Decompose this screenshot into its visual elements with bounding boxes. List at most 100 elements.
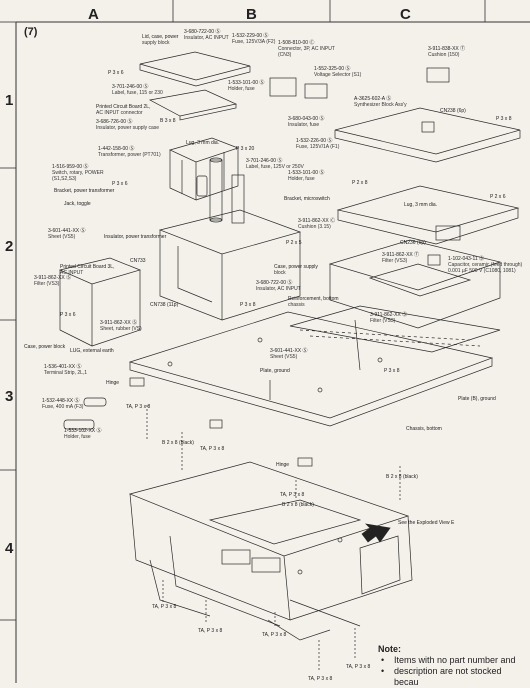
- callout-plate-ground: Plate, ground: [260, 368, 290, 374]
- screw-leaders: [146, 405, 401, 670]
- callout-line: Capacitor, ceramic (feed through): [448, 262, 523, 268]
- callout-line: P 3 x 6: [108, 70, 124, 76]
- callout-line: Lug, 3 mm dia.: [404, 202, 438, 208]
- callout-line: Cushion (150): [428, 52, 460, 58]
- callout-line: TA, P 3 x 8: [126, 404, 151, 410]
- callout-line: B 2 x 8 (black): [282, 502, 314, 508]
- callout-line: 1-533-101-00 Ⓢ: [228, 80, 265, 86]
- callout-line: CN236 (6p): [400, 240, 426, 246]
- callout-line: Filter (VS3): [34, 281, 60, 287]
- note-line-2: description are not stocked becau: [378, 666, 528, 688]
- callout-line: P 2 x 8: [352, 180, 368, 186]
- callout-line: 3-911-862-XX Ⓣ: [382, 252, 420, 258]
- callout-line: Hinge: [276, 462, 290, 468]
- callout-line: Insulator, AC INPUT: [256, 286, 301, 292]
- callout-line: 1-516-959-00 Ⓢ: [52, 164, 89, 170]
- lid-case-power-supply: [139, 51, 251, 87]
- callout-line: Sheet, rubber (VS): [100, 326, 142, 332]
- chassis-plate-ground: [128, 311, 494, 427]
- callout-line: Insulator, fuse: [288, 122, 320, 128]
- callout-line: 3-686-726-00 Ⓢ: [96, 119, 133, 125]
- callout-line: Filter (VS3): [370, 318, 396, 324]
- callout-see-exploded: See the Exploded View E: [398, 520, 454, 526]
- callout-line: (S1,S2,S3): [52, 176, 77, 182]
- callout-line: chassis: [288, 302, 305, 308]
- callout-line: (CN3): [278, 52, 292, 58]
- callout-line: B 2 x 8 (black): [162, 440, 194, 446]
- callout-p3x20: P 3 x 20: [236, 146, 254, 152]
- figure-number: (7): [24, 26, 38, 38]
- row-3-label: 3: [5, 388, 14, 405]
- callout-line: 3-601-441-XX Ⓢ: [270, 348, 308, 354]
- callout-line: Terminal Strip, 2L,1: [44, 370, 88, 376]
- callout-b3x8-top: B 3 x 8: [160, 118, 176, 124]
- callout-line: Bracket, microswitch: [284, 196, 330, 202]
- callout-p3x8-right: P 3 x 8: [496, 116, 511, 122]
- exploded-view-arrow: [361, 523, 391, 543]
- callout-line: Connector, 3P, AC INPUT: [278, 46, 335, 52]
- plate-b-ground: [289, 305, 501, 353]
- callout-line: AC INPUT connector: [96, 110, 143, 116]
- callout-line: Case, power block: [24, 344, 66, 350]
- callout-lug-external-earth: LUG, external earth: [70, 348, 114, 354]
- callout-line: Filter (VS3): [382, 258, 408, 264]
- callout-line: Lid, case, power: [142, 34, 179, 40]
- callout-line: Holder, fuse: [64, 434, 91, 440]
- callout-p3x8-center: P 3 x 8: [240, 302, 255, 308]
- callout-p2x6: P 2 x 6: [490, 194, 505, 200]
- callout-lug-3mm: Lug, 3 mm dia.: [186, 140, 219, 146]
- callout-line: Fuse, 125V/1A (F1): [296, 144, 340, 150]
- callout-p3x8-lower: P 3 x 8: [384, 368, 399, 374]
- connector-ac-part: [269, 77, 297, 97]
- callout-line: P 3 x 6: [112, 181, 128, 187]
- callout-line: 3-911-838-XX Ⓣ: [428, 46, 466, 52]
- row-4-label: 4: [5, 540, 14, 557]
- callout-ta-p3x8-a: TA, P 3 x 8: [126, 404, 150, 410]
- callout-line: Bracket, power transformer: [54, 188, 115, 194]
- callout-cn238: CN238 (6p): [440, 108, 466, 114]
- callout-pcb-ac-input: Printed Circuit Board 2L,AC INPUT connec…: [96, 104, 150, 116]
- callout-b2x8-black-b: B 2 x 8 (black): [386, 474, 418, 480]
- callout-p3x6-top: P 3 x 6: [108, 70, 123, 76]
- callout-line: CN738 (11p): [150, 302, 179, 308]
- callout-line: Insulator, AC INPUT: [184, 35, 229, 41]
- callout-line: supply block: [142, 40, 170, 46]
- callout-line: Plate, ground: [260, 368, 290, 374]
- hinge-center-part: [209, 419, 223, 429]
- callout-line: Jack, toggle: [64, 201, 91, 207]
- note-block: Note: Items with no part number and desc…: [378, 644, 528, 688]
- callout-line: 3-911-862-XX Ⓒ: [298, 218, 336, 224]
- callout-jack-toggle: Jack, toggle: [64, 201, 91, 207]
- column-b-label: B: [246, 6, 257, 23]
- callout-line: B 2 x 8 (black): [386, 474, 418, 480]
- callout-line: P 2 x 5: [286, 240, 302, 246]
- pcb-ac-input-board: [148, 89, 238, 121]
- callout-line: Switch, rotary, POWER: [52, 170, 104, 176]
- callout-line: CN238 (6p): [440, 108, 466, 114]
- callout-line: 1-536-401-XX Ⓢ: [44, 364, 82, 370]
- callout-line: 3-680-043-00 Ⓢ: [288, 116, 325, 122]
- callout-line: TA, P 3 x 8: [152, 604, 177, 610]
- callout-line: B 3 x 8: [160, 118, 176, 124]
- callout-line: Reinforcement, bottom: [288, 296, 339, 302]
- callout-line: 3-911-862-XX Ⓢ: [100, 320, 138, 326]
- callout-line: Sheet (VS5): [270, 354, 298, 360]
- callout-line: Voltage Selector (S1): [314, 72, 362, 78]
- callout-line: Plate (B), ground: [458, 396, 496, 402]
- callout-line: Holder, fuse: [228, 86, 255, 92]
- callout-line: P 2 x 6: [490, 194, 506, 200]
- callout-line: A-3625-602-A Ⓢ: [354, 96, 392, 102]
- callout-line: Synthesizer Block Ass'y: [354, 102, 407, 108]
- callout-cn236: CN236 (6p): [400, 240, 426, 246]
- callout-line: 1-532-229-00 Ⓢ: [232, 33, 269, 39]
